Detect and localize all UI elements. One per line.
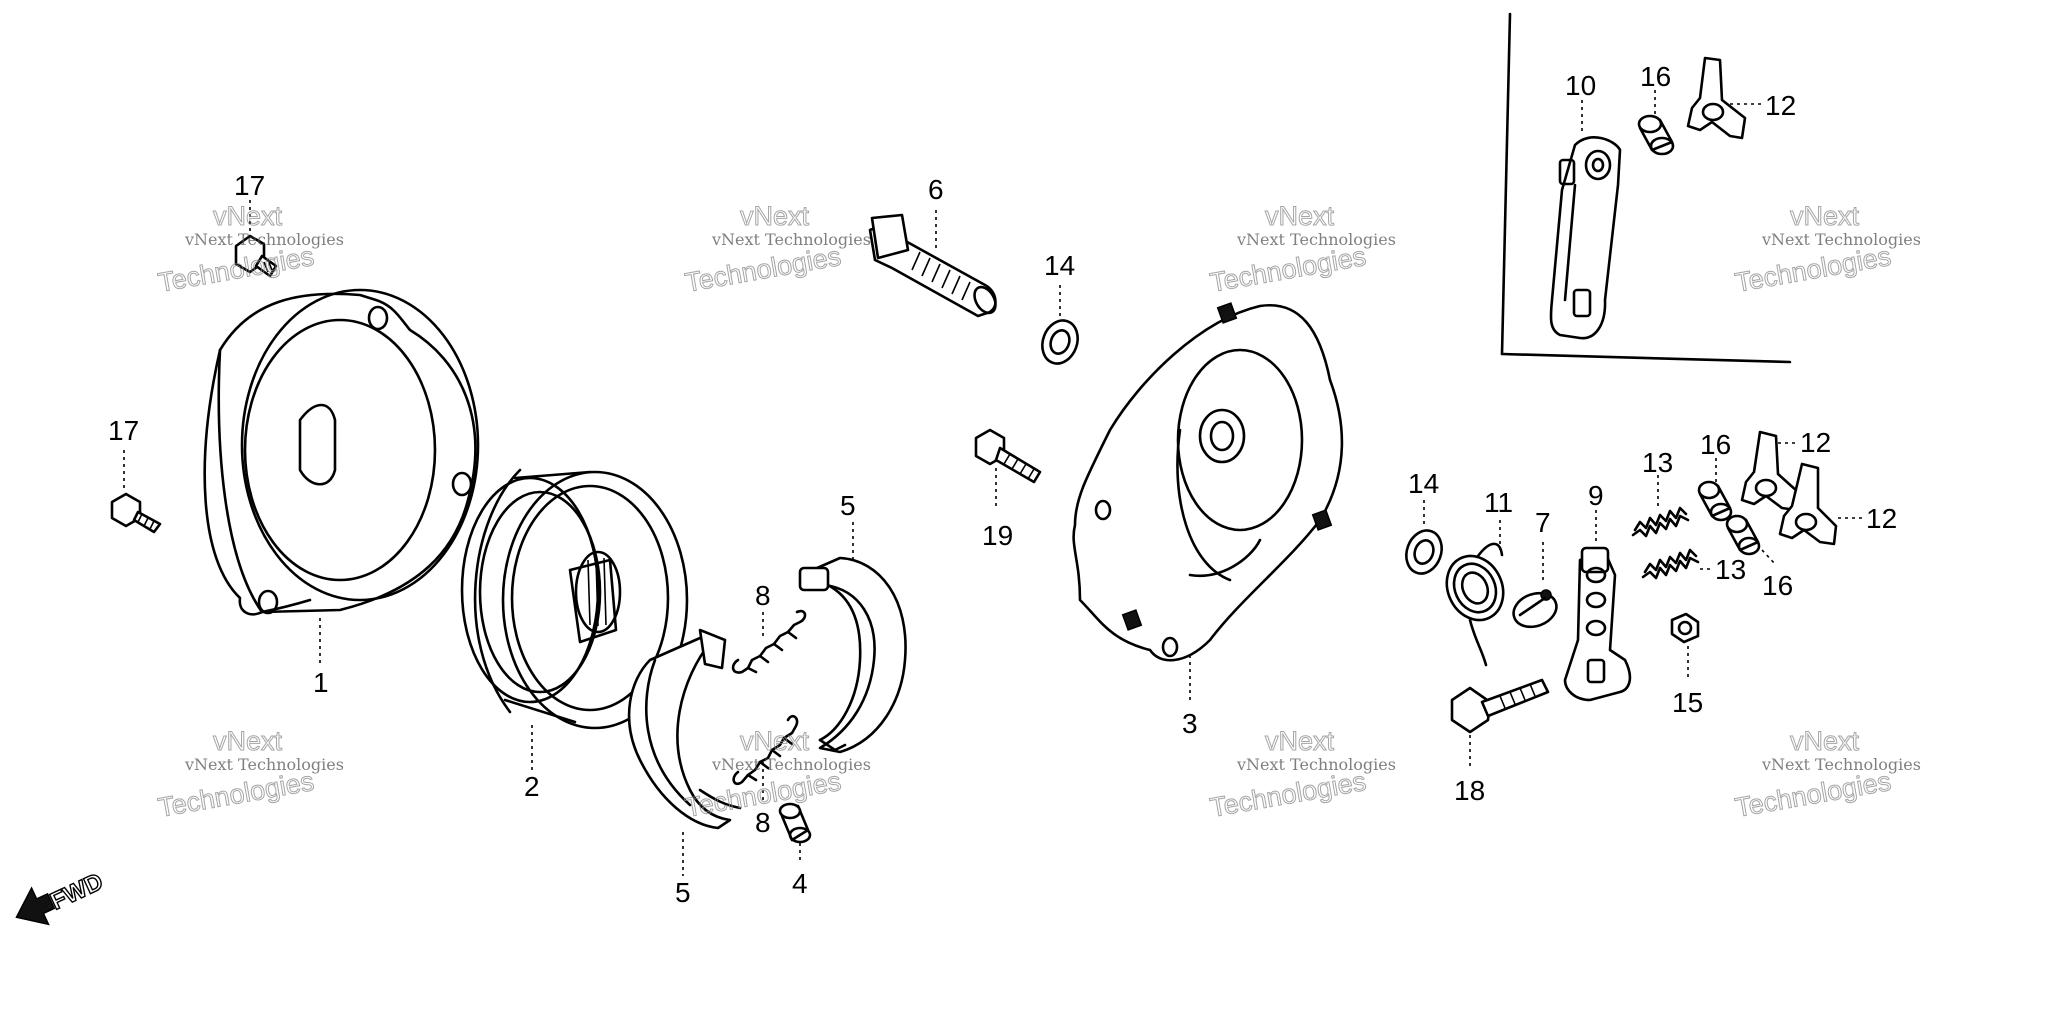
part-13-spring-a: [1631, 506, 1690, 538]
watermark-8: vNext vNext Technologies Technologies: [1732, 726, 1921, 824]
callout-16b: 16: [1700, 429, 1731, 460]
svg-text:vNext Technologies: vNext Technologies: [1761, 230, 1921, 249]
part-4-collar: [778, 802, 812, 844]
watermark-7: vNext vNext Technologies Technologies: [1207, 726, 1396, 824]
svg-text:vNext Technologies: vNext Technologies: [1236, 230, 1396, 249]
callout-18: 18: [1454, 775, 1485, 806]
part-3-brake-panel: [1072, 302, 1344, 662]
part-1-drum-cover: [203, 288, 480, 616]
callout-1: 1: [313, 667, 329, 698]
part-16-pin-inset: [1637, 114, 1675, 156]
callout-12b: 12: [1800, 427, 1831, 458]
callout-4: 4: [792, 868, 808, 899]
part-17-bolt-upper: [234, 234, 278, 278]
part-17-bolt-lower: [110, 492, 162, 534]
svg-text:vNext: vNext: [1265, 201, 1335, 231]
part-19-bolt: [974, 428, 1042, 484]
callout-13a: 13: [1642, 447, 1673, 478]
svg-text:vNext Technologies: vNext Technologies: [184, 755, 344, 774]
svg-text:vNext Technologies: vNext Technologies: [184, 230, 344, 249]
callout-17b: 17: [108, 415, 139, 446]
callout-7: 7: [1535, 507, 1551, 538]
svg-text:Technologies: Technologies: [683, 241, 843, 298]
part-8-shoe-spring-upper: [731, 609, 807, 674]
part-16-pin-b: [1725, 514, 1761, 556]
callout-5a: 5: [840, 490, 856, 521]
callout-8a: 8: [755, 580, 771, 611]
watermark-3: vNext vNext Technologies Technologies: [1207, 201, 1396, 299]
part-11-return-spring: [1445, 542, 1505, 667]
callout-8b: 8: [755, 807, 771, 838]
part-9-brake-arm: [1563, 546, 1632, 702]
part-12-wing-nut-b: [1778, 462, 1838, 546]
leader-16c: [1761, 549, 1777, 566]
part-6-cam-shaft: [868, 213, 997, 318]
part-2-brake-drum: [460, 468, 689, 730]
callout-16c: 16: [1762, 570, 1793, 601]
svg-text:vNext: vNext: [213, 726, 283, 756]
part-10-brake-arm-inset: [1549, 136, 1622, 340]
part-12-wing-nut-inset: [1686, 56, 1747, 140]
callout-14a: 14: [1044, 250, 1075, 281]
callout-5b: 5: [675, 877, 691, 908]
inset-frame: [1500, 12, 1792, 364]
fwd-label: FWD: [46, 868, 107, 916]
svg-text:vNext Technologies: vNext Technologies: [1236, 755, 1396, 774]
part-15-nut: [1670, 612, 1700, 644]
svg-text:vNext Technologies: vNext Technologies: [1761, 755, 1921, 774]
callout-13b: 13: [1715, 554, 1746, 585]
callout-9: 9: [1588, 480, 1604, 511]
watermark-5: vNext vNext Technologies Technologies: [155, 726, 344, 824]
callout-19: 19: [982, 520, 1013, 551]
svg-text:vNext: vNext: [1790, 726, 1860, 756]
part-7-indicator-plate: [1512, 589, 1558, 629]
svg-text:vNext: vNext: [1790, 201, 1860, 231]
callout-16a: 16: [1640, 61, 1671, 92]
svg-text:vNext: vNext: [1265, 726, 1335, 756]
part-13-spring-b: [1641, 548, 1700, 580]
part-18-bolt: [1450, 678, 1550, 734]
callout-11: 11: [1484, 487, 1513, 518]
svg-text:Technologies: Technologies: [156, 766, 316, 823]
svg-text:Technologies: Technologies: [1733, 241, 1893, 298]
watermark-4: vNext vNext Technologies Technologies: [1732, 201, 1921, 299]
callout-17a: 17: [234, 170, 265, 201]
svg-text:vNext Technologies: vNext Technologies: [711, 755, 871, 774]
svg-text:vNext: vNext: [213, 201, 283, 231]
callout-15: 15: [1672, 687, 1703, 718]
fwd-direction-indicator: FWD: [15, 867, 108, 926]
callout-2: 2: [524, 771, 540, 802]
part-12-wing-nut-a: [1740, 430, 1800, 512]
part-14-seal-lower: [1405, 529, 1443, 575]
callout-14b: 14: [1408, 468, 1439, 499]
part-5-brake-shoe-lower: [627, 628, 742, 830]
svg-text:vNext: vNext: [740, 726, 810, 756]
callout-6: 6: [928, 174, 944, 205]
svg-text:vNext Technologies: vNext Technologies: [711, 230, 871, 249]
svg-text:vNext: vNext: [740, 201, 810, 231]
callout-3: 3: [1182, 708, 1198, 739]
part-8-shoe-spring-lower: [732, 714, 799, 786]
part-16-pin-a: [1697, 480, 1733, 522]
part-5-brake-shoe-upper: [798, 556, 907, 754]
part-14-seal-upper: [1041, 319, 1079, 365]
callout-12c: 12: [1866, 503, 1897, 534]
svg-text:Technologies: Technologies: [1733, 766, 1893, 823]
svg-text:Technologies: Technologies: [1208, 766, 1368, 823]
callout-12a: 12: [1765, 90, 1796, 121]
watermark-2: vNext vNext Technologies Technologies: [682, 201, 871, 299]
svg-text:Technologies: Technologies: [1208, 241, 1368, 298]
callout-10: 10: [1565, 70, 1596, 101]
